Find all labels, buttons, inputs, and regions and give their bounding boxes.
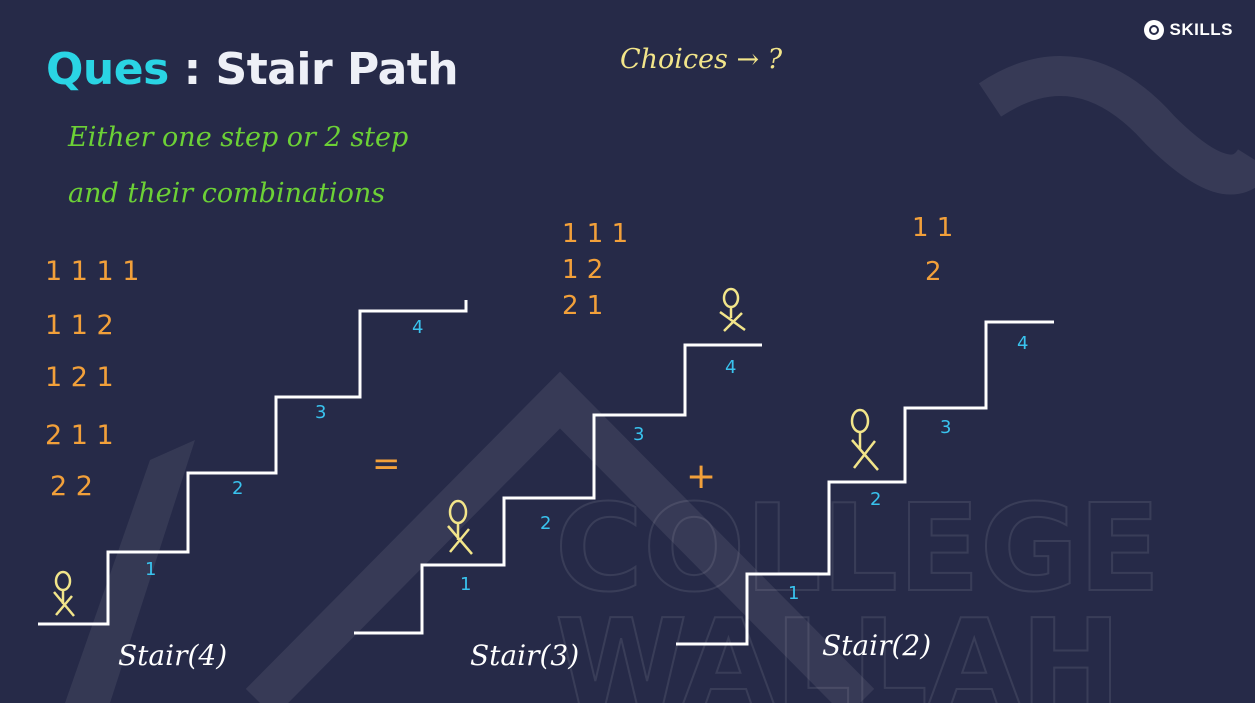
stair-label: Stair(2) [822,629,931,662]
step-number: 4 [412,317,423,338]
step-number: 4 [725,357,736,378]
choices-note: Choices → ? [620,44,783,75]
staircase-stair-2: 1 2 3 4 Stair(2) [676,320,1054,662]
rule-line-2: and their combinations [68,178,385,209]
combo-item: 1 1 2 [45,310,114,341]
combo-item: 1 1 1 1 [45,256,139,287]
combo-item: 1 2 1 [45,362,114,393]
combo-item: 2 [925,257,942,287]
slash-decoration [65,440,195,703]
stair-label: Stair(3) [470,639,579,672]
combo-item: 1 1 [912,213,953,243]
watermark-line1: COLLEGE [555,480,1160,619]
step-number: 1 [788,583,799,604]
step-number: 3 [940,417,951,438]
plus-sign: + [686,456,716,497]
step-number: 1 [145,559,156,580]
stairs-outline [354,343,762,635]
combo-item: 2 1 [562,291,603,321]
step-number: 2 [870,489,881,510]
watermark-line2: WALLAH [555,595,1121,703]
step-number: 2 [540,513,551,534]
rule-line-1: Either one step or 2 step [67,122,408,153]
stick-figure-icon [719,287,746,332]
combos-stair-2: 1 1 2 [912,213,953,287]
stick-figure-icon [447,499,473,555]
staircase-stair-4: 1 2 3 4 Stair(4) [38,300,468,672]
step-number: 3 [633,424,644,445]
combo-item: 1 1 1 [562,219,628,249]
title-main: : Stair Path [168,44,459,95]
background-decoration [245,56,1255,703]
combo-item: 1 2 [562,255,603,285]
pw-logo-icon [1143,20,1164,40]
equals-sign: = [372,444,401,484]
step-number: 3 [315,402,326,423]
stairs-outline [38,300,468,626]
step-number: 1 [460,574,471,595]
stairs-outline [676,320,1054,646]
stick-figure-icon [850,408,879,471]
page-title: Ques : Stair Path [46,44,459,95]
step-number: 2 [232,478,243,499]
step-number: 4 [1017,333,1028,354]
combos-stair-3: 1 1 1 1 2 2 1 [562,219,628,321]
stair-label: Stair(4) [118,639,227,672]
brand-label: SKILLS [1169,20,1233,39]
combos-stair-4: 1 1 1 1 1 1 2 1 2 1 2 1 1 2 2 [45,256,139,502]
brand-logo: SKILLS [1143,20,1233,40]
stick-figure-icon [53,570,75,617]
combo-item: 2 1 1 [45,420,114,451]
combo-item: 2 2 [50,471,93,502]
title-prefix: Ques [46,44,169,95]
staircase-stair-3: 1 2 3 4 Stair(3) [354,287,762,672]
